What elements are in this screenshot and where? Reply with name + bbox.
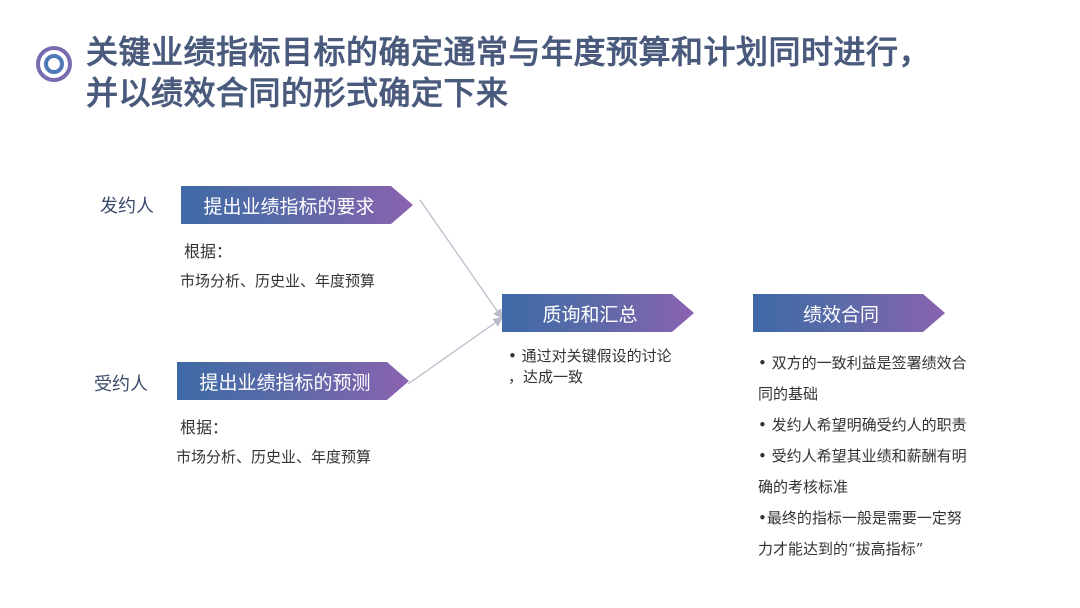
contract-note-line: 同的基础 bbox=[758, 385, 819, 403]
issuer-basis-text: 市场分析、历史业、年度预算 bbox=[180, 272, 376, 290]
receiver-label: 受约人 bbox=[94, 374, 148, 395]
contract-note-line: • 发约人希望明确受约人的职责 bbox=[758, 416, 967, 434]
contract-note-line: 力才能达到的“拔高指标” bbox=[758, 540, 924, 558]
page-title: 关键业绩指标目标的确定通常与年度预算和计划同时进行， 并以绩效合同的形式确定下来 bbox=[86, 32, 1046, 114]
receiver-basis-text: 市场分析、历史业、年度预算 bbox=[176, 448, 372, 466]
contract-note-line: • 双方的一致利益是签署绩效合 bbox=[758, 354, 967, 372]
receiver-forecast-box: 提出业绩指标的预测 bbox=[177, 362, 409, 400]
contract-note-line: 确的考核标准 bbox=[758, 478, 849, 496]
performance-contract-box: 绩效合同 bbox=[753, 294, 945, 332]
issuer-basis-label: 根据： bbox=[184, 242, 233, 261]
issuer-requirement-text: 提出业绩指标的要求 bbox=[203, 195, 375, 218]
consult-note-line-2: ，达成一致 bbox=[508, 368, 584, 386]
consult-summary-box: 质询和汇总 bbox=[502, 294, 694, 332]
connector-receiver-to-consult bbox=[407, 317, 503, 385]
connector-issuer-to-consult bbox=[419, 199, 503, 319]
issuer-label: 发约人 bbox=[100, 196, 154, 217]
consult-summary-text: 质询和汇总 bbox=[542, 303, 638, 326]
consult-note-line-1: • 通过对关键假设的讨论 bbox=[508, 347, 672, 365]
contract-note-line: • 受约人希望其业绩和薪酬有明 bbox=[758, 447, 967, 465]
page-title-line-1: 关键业绩指标目标的确定通常与年度预算和计划同时进行， bbox=[86, 33, 932, 71]
receiver-forecast-text: 提出业绩指标的预测 bbox=[199, 371, 371, 394]
contract-note-line: •最终的指标一般是需要一定努 bbox=[758, 509, 962, 527]
performance-contract-text: 绩效合同 bbox=[802, 303, 879, 326]
page-title-line-2: 并以绩效合同的形式确定下来 bbox=[86, 74, 509, 112]
contract-notes: • 双方的一致利益是签署绩效合 同的基础 • 发约人希望明确受约人的职责 • 受… bbox=[758, 348, 1008, 565]
issuer-requirement-box: 提出业绩指标的要求 bbox=[181, 186, 413, 224]
target-circle-icon bbox=[36, 46, 72, 82]
receiver-basis-label: 根据： bbox=[180, 418, 229, 437]
